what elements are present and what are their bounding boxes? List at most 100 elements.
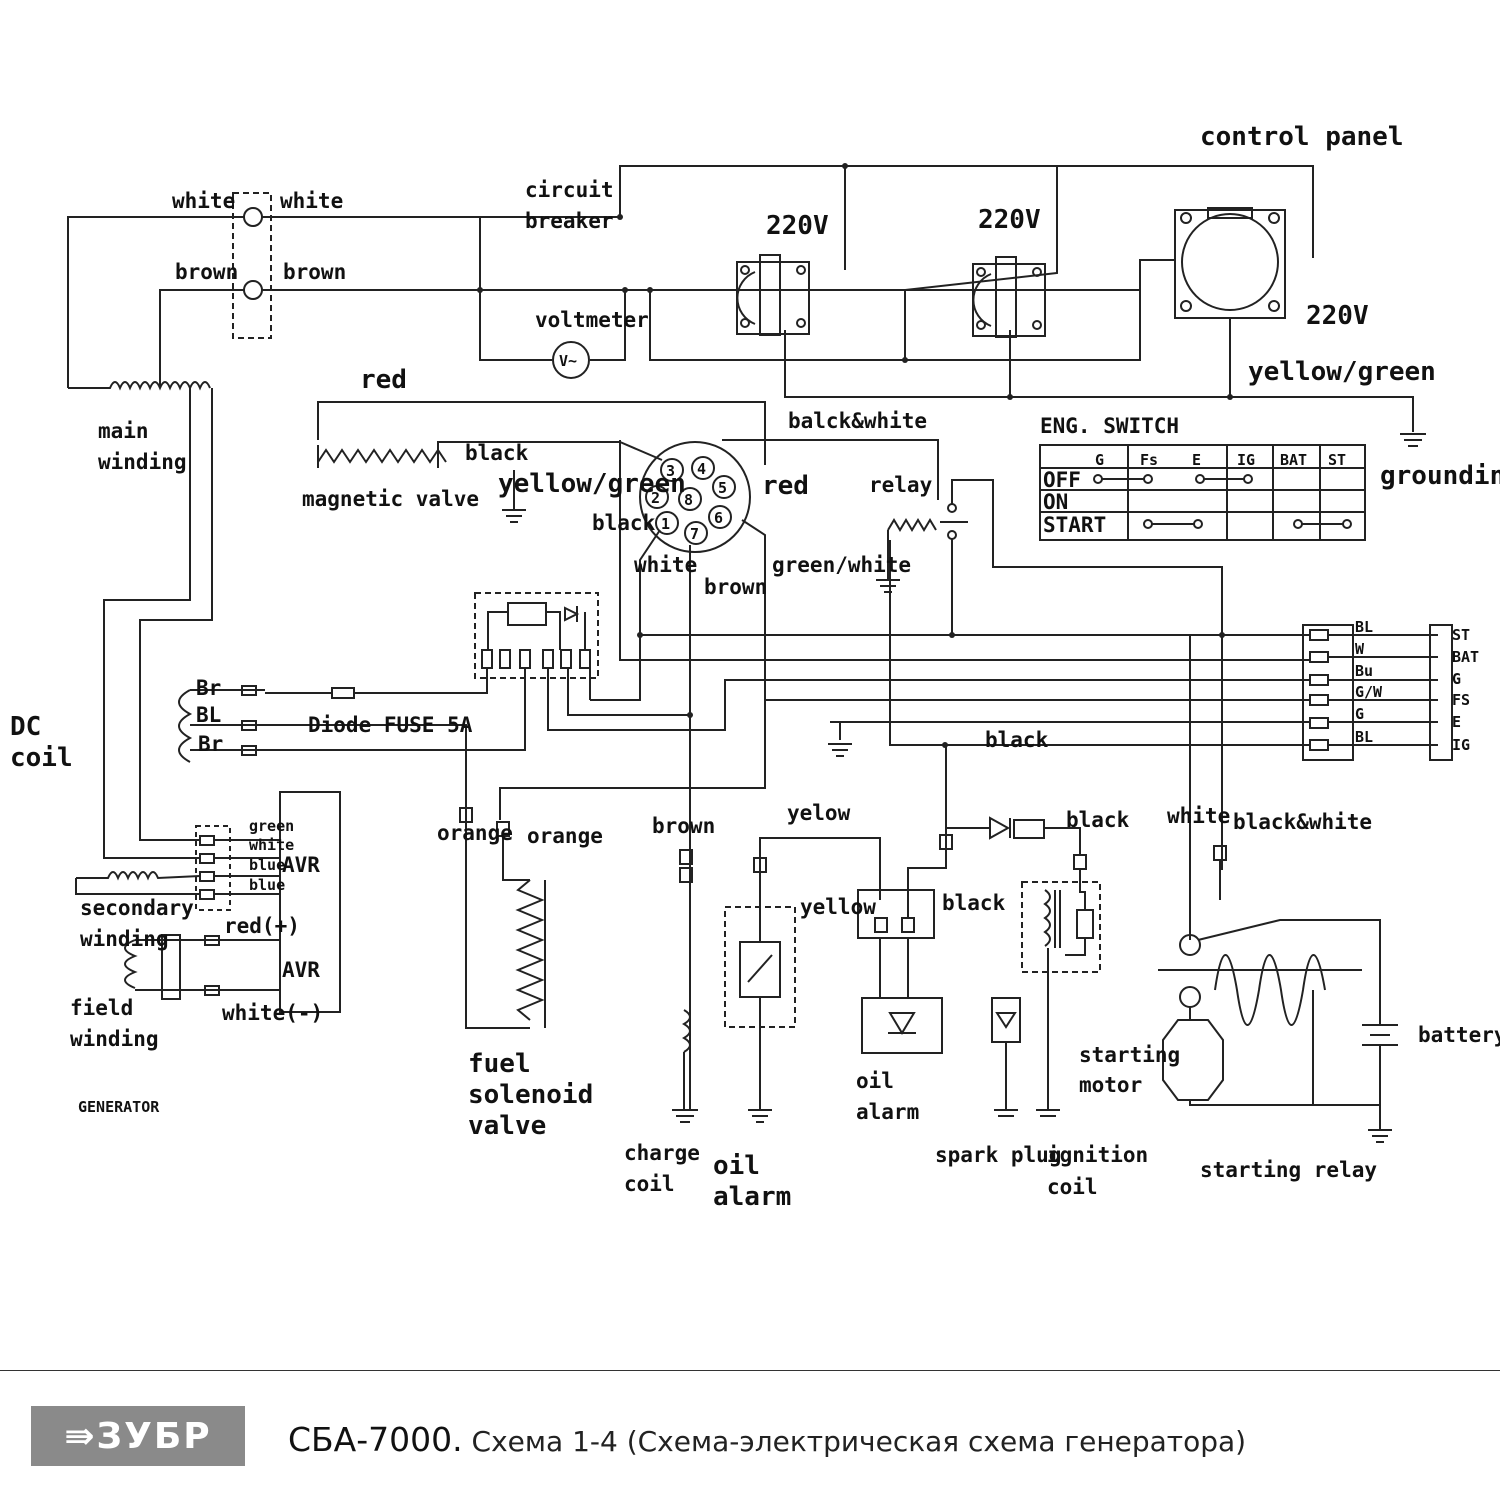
term-st: ST <box>1452 626 1470 644</box>
avr-green-label: green <box>249 817 294 835</box>
fuel-solenoid-valve <box>440 724 546 1029</box>
charge-coil-label: coil <box>624 1172 675 1196</box>
control-panel-label: control panel <box>1200 122 1404 152</box>
eng-switch-table <box>1039 444 1366 541</box>
red-plus-label: red(+) <box>224 914 300 938</box>
footer-divider <box>0 1370 1500 1371</box>
field-winding-label: winding <box>70 1027 159 1051</box>
avr-module <box>75 791 341 1013</box>
oil-alarm-sensor <box>724 837 881 1123</box>
starting-circuit <box>1158 845 1398 1143</box>
right-connector <box>1302 624 1453 761</box>
socket-1 <box>736 254 810 336</box>
dc-coil-label: coil <box>10 743 73 773</box>
wire-bl-top: BL <box>1355 618 1373 636</box>
relay <box>876 479 1223 870</box>
eng-col-st: ST <box>1328 451 1346 469</box>
balck-white-label: balck&white <box>788 409 927 433</box>
connector-8pin: 1 2 3 4 5 6 7 8 <box>499 439 939 1110</box>
black-white-start-label: black&white <box>1233 810 1372 834</box>
magnetic-valve-label: magnetic valve <box>302 487 479 511</box>
brown-left-label: brown <box>175 260 238 284</box>
pin-6: 6 <box>714 509 723 527</box>
yellow-label: yellow <box>800 895 876 919</box>
oil-alarm-label-1: alarm <box>713 1182 791 1212</box>
main-winding <box>68 381 213 859</box>
diode-fuse-label: Diode FUSE 5A <box>308 713 473 737</box>
wire-g: G <box>1355 705 1364 723</box>
green-white-label: green/white <box>772 553 911 577</box>
term-e: E <box>1452 713 1461 731</box>
avr-blue1-label: blue <box>249 856 285 874</box>
starting-relay-label: starting relay <box>1200 1158 1377 1182</box>
eng-col-bat: BAT <box>1280 451 1307 469</box>
yelow-label: yelow <box>787 801 851 825</box>
pin-8: 8 <box>684 491 693 509</box>
brown-pin-label: brown <box>704 575 767 599</box>
pin-1: 1 <box>661 515 670 533</box>
oil-label-2: oil <box>856 1069 894 1093</box>
generator-label: GENERATOR <box>78 1098 160 1116</box>
term-ig: IG <box>1452 736 1470 754</box>
eng-row-start: START <box>1043 513 1106 537</box>
oil-alarm-module <box>857 745 1087 1054</box>
oil-label-1: oil <box>713 1151 760 1181</box>
socket-2 <box>972 256 1046 338</box>
black-pin-label: black <box>592 511 656 535</box>
brown-charge-label: brown <box>652 814 715 838</box>
spark-plug-label: spark plug <box>935 1143 1061 1167</box>
footer-model: СБА-7000. <box>288 1420 463 1459</box>
charge-label: charge <box>624 1141 700 1165</box>
yellow-green-top-label: yellow/green <box>1248 357 1436 387</box>
fuel-label: fuel <box>468 1049 531 1079</box>
wire-gw: G/W <box>1355 683 1383 701</box>
black-valve-label: black <box>465 441 529 465</box>
ignition-coil <box>991 869 1101 1117</box>
pin-3: 3 <box>666 462 675 480</box>
footer-caption-text: Схема 1-4 (Схема-электрическая схема ген… <box>462 1425 1247 1458</box>
avr-top-label: AVR <box>282 853 320 877</box>
black-alarm-label: black <box>942 891 1006 915</box>
wire-bl-bottom: BL <box>1355 728 1373 746</box>
solenoid-label: solenoid <box>468 1080 593 1110</box>
white-start-label: white <box>1167 804 1230 828</box>
avr-bottom-label: AVR <box>282 958 320 982</box>
main-winding-label: winding <box>98 450 187 474</box>
orange-left-label: orange <box>437 821 513 845</box>
main-wires <box>67 165 1414 432</box>
magnetic-valve <box>317 401 766 523</box>
motor-label: motor <box>1079 1073 1142 1097</box>
wiring-diagram: V~ <box>10 122 1500 1212</box>
pin-5: 5 <box>718 479 727 497</box>
term-fs: FS <box>1452 691 1470 709</box>
field-label: field <box>70 996 133 1020</box>
secondary-winding-label: winding <box>80 927 169 951</box>
eng-col-e: E <box>1192 451 1201 469</box>
grounding-symbol <box>1400 433 1426 447</box>
avr-white-label: white <box>249 836 294 854</box>
eng-row-off: OFF <box>1043 468 1081 492</box>
breaker-label: breaker <box>525 209 614 233</box>
orange-right-label: orange <box>527 824 603 848</box>
term-g: G <box>1452 670 1461 688</box>
white-minus-label: white(-) <box>222 1001 323 1025</box>
black-coil-label: black <box>1066 808 1130 832</box>
white-pin-label: white <box>634 553 697 577</box>
valve-label: valve <box>468 1111 546 1141</box>
brown-right-label: brown <box>283 260 346 284</box>
eng-col-ig: IG <box>1237 451 1255 469</box>
avr-blue2-label: blue <box>249 876 285 894</box>
socket-2-voltage: 220V <box>978 205 1041 235</box>
rectifier-module <box>474 592 599 679</box>
socket-1-voltage: 220V <box>766 211 829 241</box>
wire-w: W <box>1355 640 1365 658</box>
red-pin-label: red <box>762 471 809 501</box>
white-right-label: white <box>280 189 343 213</box>
main-label: main <box>98 419 149 443</box>
eng-col-fs: Fs <box>1140 451 1158 469</box>
grounding-label: grounding <box>1380 461 1500 491</box>
battery-label: battery <box>1418 1023 1500 1047</box>
black-bus-label: black <box>985 728 1049 752</box>
dc-coil <box>178 668 526 763</box>
terminal-block <box>232 192 272 339</box>
